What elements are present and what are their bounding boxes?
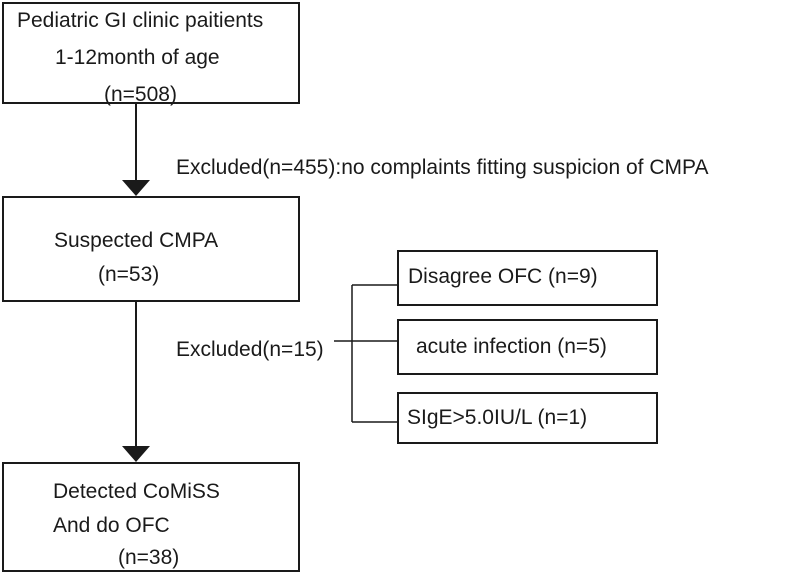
box-initial-count: (n=508) xyxy=(104,83,177,106)
box-initial-line2: 1-12month of age xyxy=(55,46,220,69)
box-final-line1: Detected CoMiSS xyxy=(53,480,220,503)
box-detected-comiss xyxy=(2,462,300,572)
box-reason-disagree-ofc xyxy=(397,250,658,306)
box-suspected-line1: Suspected CMPA xyxy=(54,229,219,252)
box-reason-sige xyxy=(397,392,658,444)
reason-sige: SIgE>5.0IU/L (n=1) xyxy=(407,406,588,429)
box-final-count: (n=38) xyxy=(118,546,180,569)
box-suspected-count: (n=53) xyxy=(98,263,160,286)
box-initial-patients xyxy=(2,2,300,104)
box-suspected-cmpa xyxy=(2,196,300,302)
reason-acute-infection: acute infection (n=5) xyxy=(416,335,607,358)
reason-disagree-ofc: Disagree OFC (n=9) xyxy=(408,265,598,288)
box-initial-line1: Pediatric GI clinic paitients xyxy=(17,9,264,32)
box-final-line2: And do OFC xyxy=(53,514,170,537)
arrowhead-final xyxy=(122,446,150,462)
exclusion-second-label: Excluded(n=15) xyxy=(176,338,324,361)
box-reason-acute-infection xyxy=(397,319,658,375)
exclusion-first-label: Excluded(n=455):no complaints fitting su… xyxy=(176,156,709,179)
arrowhead-suspected xyxy=(122,180,150,196)
